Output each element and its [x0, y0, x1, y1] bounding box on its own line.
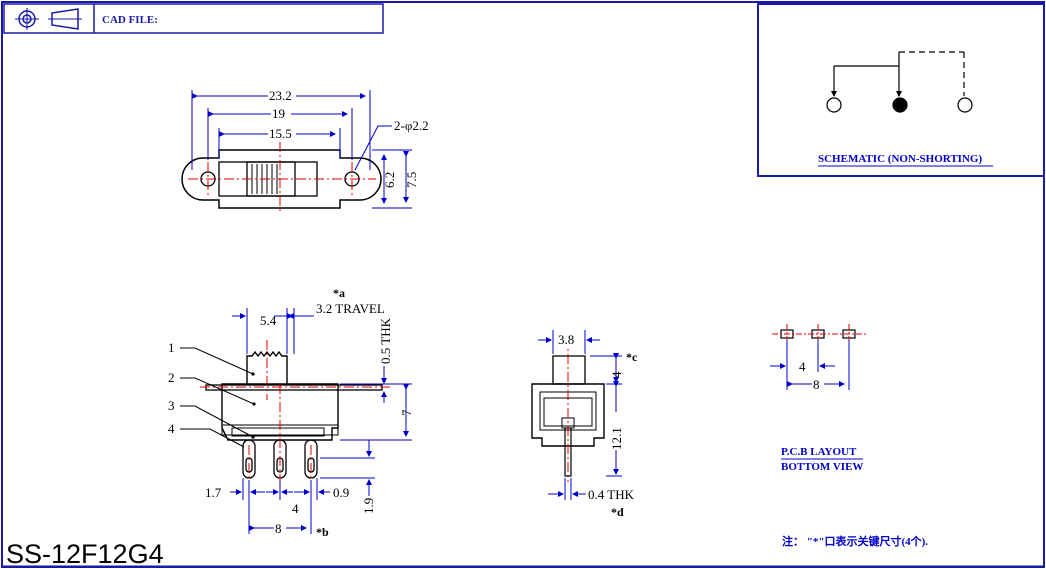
dim-flange-height: 7.5 [404, 172, 419, 188]
dim-plate-thickness: 0.5 THK [378, 317, 393, 364]
terminal-right-icon [957, 97, 973, 113]
dim-slot-length: 15.5 [269, 126, 292, 141]
dim-overall-width: 23.2 [269, 88, 292, 103]
dim-pin-span: 8 [275, 521, 282, 536]
projection-symbol-icon [15, 8, 82, 30]
end-view: 3.8 4 *c 12.1 0.4 THK *d [531, 330, 638, 519]
span-key-mark: *b [316, 525, 329, 539]
dim-body-height: 6.2 [382, 172, 397, 188]
pcb-bottom-view-label: BOTTOM VIEW [781, 461, 863, 473]
thk-key-mark: *d [611, 505, 624, 519]
title-block: CAD FILE: [3, 3, 384, 34]
dim-left-offset: 1.7 [205, 485, 222, 500]
callout-4: 4 [168, 421, 175, 436]
knob-key-mark: *c [626, 350, 638, 364]
dim-end-width: 3.8 [558, 332, 574, 347]
callout-2: 2 [168, 370, 175, 385]
dim-pin-width: 0.9 [333, 485, 349, 500]
callout-1: 1 [168, 340, 175, 355]
callout-3: 3 [168, 398, 175, 413]
dim-body-height: 7 [399, 409, 414, 416]
schematic-label: SCHEMATIC (NON-SHORTING) [818, 153, 982, 165]
schematic-panel: SCHEMATIC (NON-SHORTING) [757, 3, 1045, 177]
terminal-left-icon [826, 97, 842, 113]
dim-hole-pitch: 19 [272, 106, 285, 121]
cad-file-label: CAD FILE: [102, 14, 158, 26]
travel-key-mark: *a [333, 286, 345, 300]
dim-knob-width: 5.4 [260, 313, 277, 328]
dim-travel: 3.2 TRAVEL [316, 301, 385, 316]
dim-pin-pitch: 4 [292, 501, 299, 516]
part-number: SS-12F12G4 [6, 539, 164, 569]
pcb-dim-span: 8 [813, 377, 820, 392]
dim-mounting-holes: 2-φ2.2 [394, 118, 429, 133]
pcb-layout: 4 8 P.C.B LAYOUT BOTTOM VIEW [770, 324, 866, 473]
dim-pin-length: 1.9 [361, 498, 376, 514]
pcb-dim-pitch: 4 [799, 359, 806, 374]
dim-knob-height: 4 [609, 371, 624, 378]
pcb-layout-label: P.C.B LAYOUT [781, 446, 857, 458]
top-view: 23.2 19 15.5 2-φ2.2 6.2 7.5 [181, 88, 429, 214]
dim-terminal-thickness: 0.4 THK [588, 487, 635, 502]
dim-end-height: 12.1 [609, 427, 624, 450]
side-view: 1 2 3 4 [168, 286, 414, 539]
key-dimension-note: 注： "*"口表示关键尺寸(4个). [782, 534, 928, 548]
terminal-common-icon [892, 97, 908, 113]
